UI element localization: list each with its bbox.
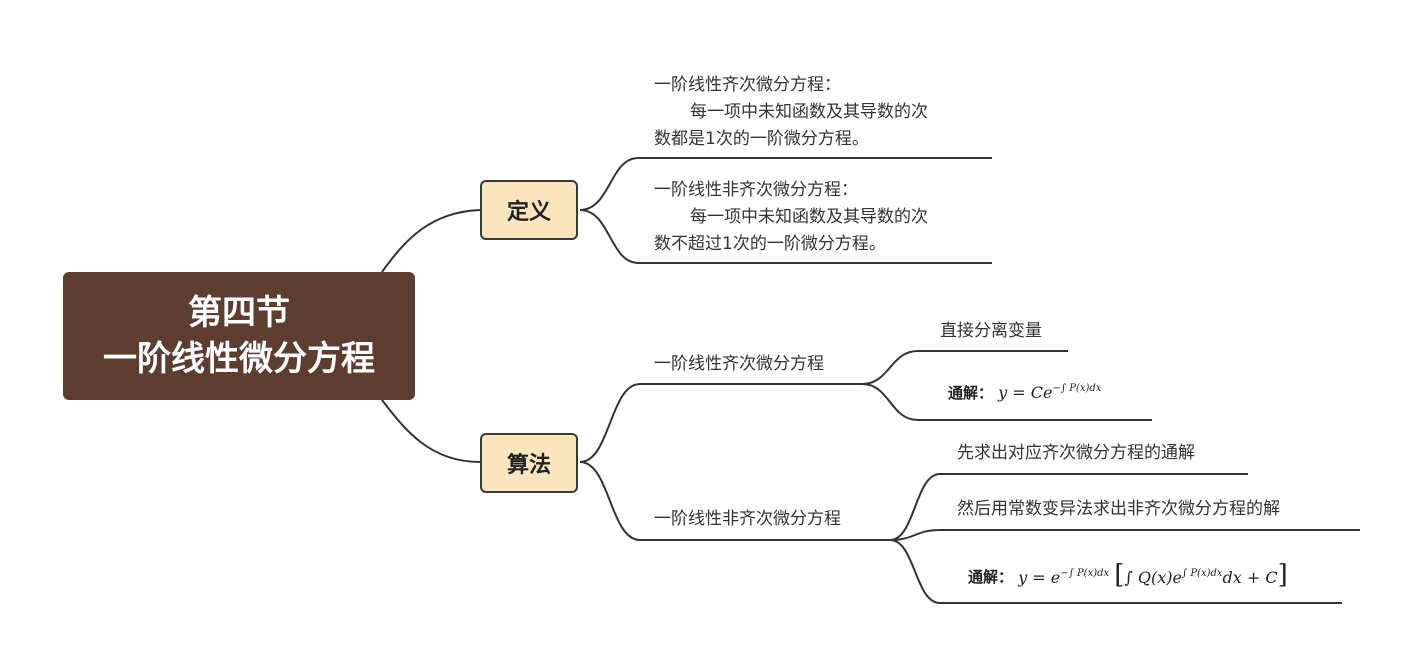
def-nonhomogeneous-line1: 每一项中未知函数及其导数的次 — [690, 207, 928, 227]
root-node[interactable]: 第四节 一阶线性微分方程 — [63, 272, 415, 400]
homogeneous-solution-formula: y = Ce−∫ P(x)dx — [993, 382, 1102, 402]
alg-nonhomogeneous-solution[interactable]: 通解： y = e−∫ P(x)dx [∫ Q(x)e∫ P(x)dxdx + … — [968, 561, 1288, 591]
def-homogeneous-node[interactable]: 一阶线性齐次微分方程： 每一项中未知函数及其导数的次 数都是1次的一阶微分方程。 — [654, 72, 928, 153]
alg-nonhomogeneous-solution-label: 通解： — [968, 567, 1014, 586]
alg-homogeneous-title[interactable]: 一阶线性齐次微分方程 — [654, 354, 824, 374]
def-homogeneous-line2: 数都是1次的一阶微分方程。 — [654, 129, 869, 149]
branch-algorithm[interactable]: 算法 — [480, 433, 578, 493]
root-title-line1: 第四节 — [188, 293, 290, 333]
alg-homogeneous-step1[interactable]: 直接分离变量 — [940, 321, 1042, 341]
def-homogeneous-title: 一阶线性齐次微分方程： — [654, 75, 841, 95]
alg-nonhomogeneous-step2[interactable]: 然后用常数变异法求出非齐次微分方程的解 — [957, 499, 1280, 519]
nonhomogeneous-solution-formula: y = e−∫ P(x)dx [∫ Q(x)e∫ P(x)dxdx + C] — [1013, 560, 1288, 590]
alg-homogeneous-solution[interactable]: 通解： y = Ce−∫ P(x)dx — [948, 378, 1101, 406]
alg-homogeneous-solution-label: 通解： — [948, 383, 994, 402]
alg-nonhomogeneous-title[interactable]: 一阶线性非齐次微分方程 — [654, 509, 841, 529]
def-nonhomogeneous-node[interactable]: 一阶线性非齐次微分方程： 每一项中未知函数及其导数的次 数不超过1次的一阶微分方… — [654, 177, 928, 258]
branch-definition[interactable]: 定义 — [480, 180, 578, 240]
root-title-line2: 一阶线性微分方程 — [103, 339, 375, 379]
alg-nonhomogeneous-step1[interactable]: 先求出对应齐次微分方程的通解 — [957, 443, 1195, 463]
def-nonhomogeneous-title: 一阶线性非齐次微分方程： — [654, 180, 858, 200]
def-homogeneous-line1: 每一项中未知函数及其导数的次 — [690, 102, 928, 122]
def-nonhomogeneous-line2: 数不超过1次的一阶微分方程。 — [654, 234, 886, 254]
